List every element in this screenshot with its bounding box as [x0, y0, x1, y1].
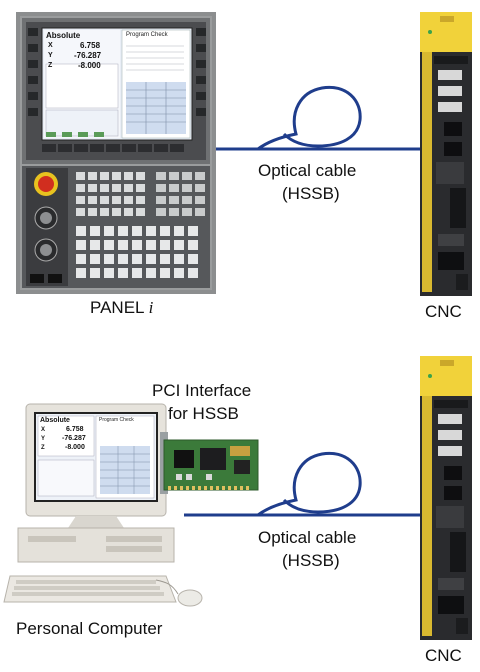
pci-label-line1: PCI Interface — [152, 381, 252, 400]
panel-i-label-text: PANEL — [90, 298, 144, 317]
cable-bottom-label-line1: Optical cable — [258, 528, 357, 547]
pci-interface-board — [160, 432, 260, 494]
cable-top-label-line1: Optical cable — [258, 161, 357, 180]
pc-axis-x-value: 6.758 — [66, 426, 84, 433]
panel-axis-z-value: -8.000 — [78, 61, 101, 70]
cnc-bottom-label: CNC — [425, 646, 462, 665]
panel-screen-side-title: Program Check — [126, 32, 168, 38]
panel-axis-y-label: Y — [48, 52, 53, 59]
pc-axis-y-value: -76.287 — [62, 435, 86, 442]
panel-i-label: PANEL i — [90, 298, 153, 318]
cnc-top-label: CNC — [425, 302, 462, 321]
pc-screen-side-title: Program Check — [99, 417, 134, 423]
panel-i-label-suffix: i — [148, 298, 154, 317]
panel-axis-y-value: -76.287 — [74, 51, 102, 60]
cable-bottom-label-line2: (HSSB) — [282, 551, 340, 570]
personal-computer: Absolute Program Check X 6.758 Y -76.287… — [3, 403, 206, 614]
panel-axis-z-label: Z — [48, 62, 53, 69]
cnc-unit-top — [420, 12, 472, 296]
panel-axis-x-label: X — [48, 42, 53, 49]
panel-axis-x-value: 6.758 — [80, 41, 101, 50]
pc-label: Personal Computer — [16, 619, 163, 638]
pc-screen-title: Absolute — [40, 417, 70, 424]
panel-i-device: Absolute Program Check X 6.758 Y -76.287… — [16, 12, 216, 294]
panel-screen-title: Absolute — [46, 31, 81, 40]
cable-top-label-line2: (HSSB) — [282, 184, 340, 203]
pc-axis-x-label: X — [41, 427, 46, 433]
pc-axis-y-label: Y — [41, 436, 46, 442]
pc-axis-z-value: -8.000 — [65, 444, 85, 451]
pci-label-line2: for HSSB — [168, 404, 239, 423]
pc-axis-z-label: Z — [41, 445, 45, 451]
cnc-unit-bottom — [420, 356, 472, 640]
